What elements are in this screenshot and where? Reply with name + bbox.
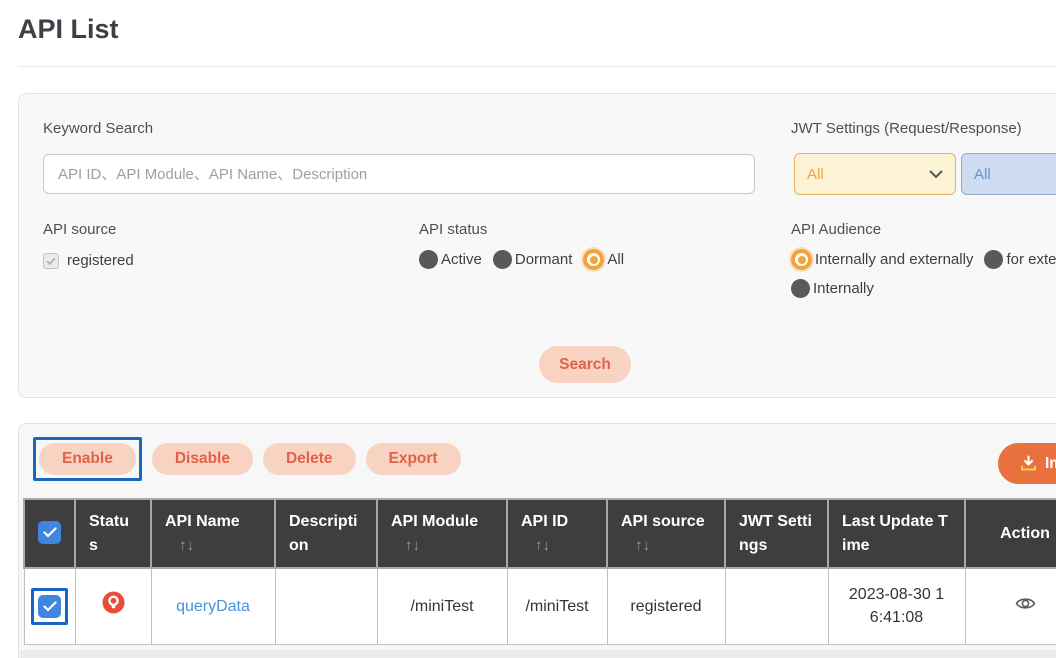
- row-last-update-time-cell: 2023-08-30 16:41:08: [827, 567, 966, 645]
- column-header-action: Action: [964, 498, 1056, 569]
- view-button[interactable]: [1013, 594, 1038, 616]
- radio-internally-label: Internally: [813, 280, 874, 297]
- eye-icon: [1015, 596, 1036, 611]
- column-label: API ID: [521, 512, 569, 530]
- radio-for-externally-label: for externally: [1006, 251, 1056, 268]
- row-api-name-cell: queryData: [150, 567, 276, 645]
- jwt-response-select[interactable]: All: [961, 153, 1056, 195]
- registered-checkbox-label: registered: [67, 252, 134, 269]
- download-icon: [1020, 455, 1037, 472]
- radio-internally-and-externally[interactable]: Internally and externally: [791, 249, 973, 270]
- page-title: API List: [18, 14, 119, 44]
- delete-button[interactable]: Delete: [262, 443, 356, 475]
- disable-button[interactable]: Disable: [151, 443, 253, 475]
- table-panel: Enable Disable Delete Export Import: [18, 423, 1056, 658]
- column-label: API source: [621, 512, 705, 530]
- jwt-request-value: All: [807, 165, 824, 183]
- row-description-cell: [274, 567, 378, 645]
- sort-icon[interactable]: ↑↓: [635, 536, 650, 554]
- radio-icon: [419, 250, 438, 269]
- row-jwt-settings-cell: [724, 567, 829, 645]
- keyword-search-label: Keyword Search: [43, 120, 154, 137]
- title-divider: [18, 66, 1056, 67]
- sort-icon[interactable]: ↑↓: [535, 536, 550, 554]
- check-icon: [42, 527, 57, 538]
- radio-internally[interactable]: Internally: [791, 279, 874, 298]
- row-api-source-cell: registered: [606, 567, 726, 645]
- column-label: Action: [1000, 524, 1050, 542]
- keyword-search-input[interactable]: [43, 154, 755, 194]
- table-header-row: Status API Name ↑↓ Description API Modul…: [23, 498, 1056, 569]
- api-list-table: Status API Name ↑↓ Description API Modul…: [23, 498, 1056, 645]
- column-label: Description: [289, 512, 358, 554]
- radio-icon: [492, 250, 512, 269]
- radio-dormant-label: Dormant: [514, 251, 573, 268]
- column-label: API Module: [391, 512, 479, 530]
- import-button-label: Import: [1045, 454, 1056, 472]
- sort-icon[interactable]: ↑↓: [405, 536, 420, 554]
- radio-all[interactable]: All: [583, 249, 624, 270]
- bulk-action-toolbar: Enable Disable Delete Export: [33, 436, 461, 482]
- column-header-status: Status: [74, 498, 152, 569]
- status-dormant-icon: [102, 591, 125, 614]
- row-status-cell: [74, 567, 152, 645]
- radio-for-externally[interactable]: for externally: [984, 250, 1056, 269]
- radio-icon: [791, 279, 810, 298]
- jwt-settings-label: JWT Settings (Request/Response): [791, 120, 1022, 137]
- select-all-checkbox[interactable]: [38, 521, 61, 544]
- focus-highlight-box: [31, 587, 68, 625]
- jwt-response-value: All: [974, 165, 991, 183]
- row-checkbox[interactable]: [38, 594, 61, 618]
- row-api-id-cell: /miniTest: [506, 567, 608, 645]
- jwt-request-select[interactable]: All: [794, 153, 956, 195]
- column-header-last-update-time: Last Update Time: [827, 498, 966, 569]
- column-label: API Name: [165, 512, 240, 530]
- table-row: queryData /miniTest /miniTest registered…: [23, 567, 1056, 645]
- radio-active-label: Active: [441, 251, 482, 268]
- radio-selected-icon: [791, 249, 812, 270]
- row-action-cell: [964, 567, 1056, 645]
- api-source-label: API source: [43, 221, 117, 238]
- api-audience-label: API Audience: [791, 221, 882, 238]
- column-header-jwt-settings: JWT Settings: [724, 498, 829, 569]
- table-footer-strip: [20, 650, 1056, 658]
- registered-checkbox[interactable]: [43, 252, 59, 269]
- import-button[interactable]: Import: [998, 443, 1056, 484]
- column-header-select-all: [23, 498, 76, 569]
- search-button[interactable]: Search: [539, 346, 631, 383]
- focus-highlight-box: Enable: [33, 437, 142, 481]
- check-icon: [46, 257, 56, 265]
- radio-internally-and-externally-label: Internally and externally: [815, 251, 974, 268]
- row-select-cell: [23, 567, 76, 645]
- column-label: JWT Settings: [739, 512, 812, 554]
- column-label: Status: [89, 512, 129, 554]
- check-icon: [42, 601, 57, 612]
- enable-button[interactable]: Enable: [39, 443, 136, 475]
- api-status-radio-group: Active Dormant All: [419, 249, 635, 270]
- column-header-description: Description: [274, 498, 378, 569]
- radio-icon: [984, 250, 1004, 269]
- radio-active[interactable]: Active: [419, 250, 482, 269]
- row-api-module-cell: /miniTest: [376, 567, 508, 645]
- api-source-checkbox-row[interactable]: registered: [43, 252, 134, 269]
- export-button[interactable]: Export: [365, 443, 461, 475]
- radio-dormant[interactable]: Dormant: [492, 250, 573, 269]
- column-header-api-id[interactable]: API ID ↑↓: [506, 498, 608, 569]
- api-audience-radio-row-2: Internally: [791, 279, 885, 298]
- column-header-api-module[interactable]: API Module ↑↓: [376, 498, 508, 569]
- column-label: Last Update Time: [842, 512, 948, 554]
- column-header-api-name[interactable]: API Name ↑↓: [150, 498, 276, 569]
- filter-panel: Keyword Search JWT Settings (Request/Res…: [18, 93, 1056, 398]
- column-header-api-source[interactable]: API source ↑↓: [606, 498, 726, 569]
- chevron-down-icon: [929, 170, 943, 179]
- api-status-label: API status: [419, 221, 488, 238]
- api-audience-radio-row-1: Internally and externally for externally: [791, 249, 1056, 270]
- api-name-link[interactable]: queryData: [176, 597, 250, 615]
- radio-all-label: All: [607, 251, 625, 268]
- sort-icon[interactable]: ↑↓: [179, 536, 194, 554]
- radio-selected-icon: [583, 249, 605, 270]
